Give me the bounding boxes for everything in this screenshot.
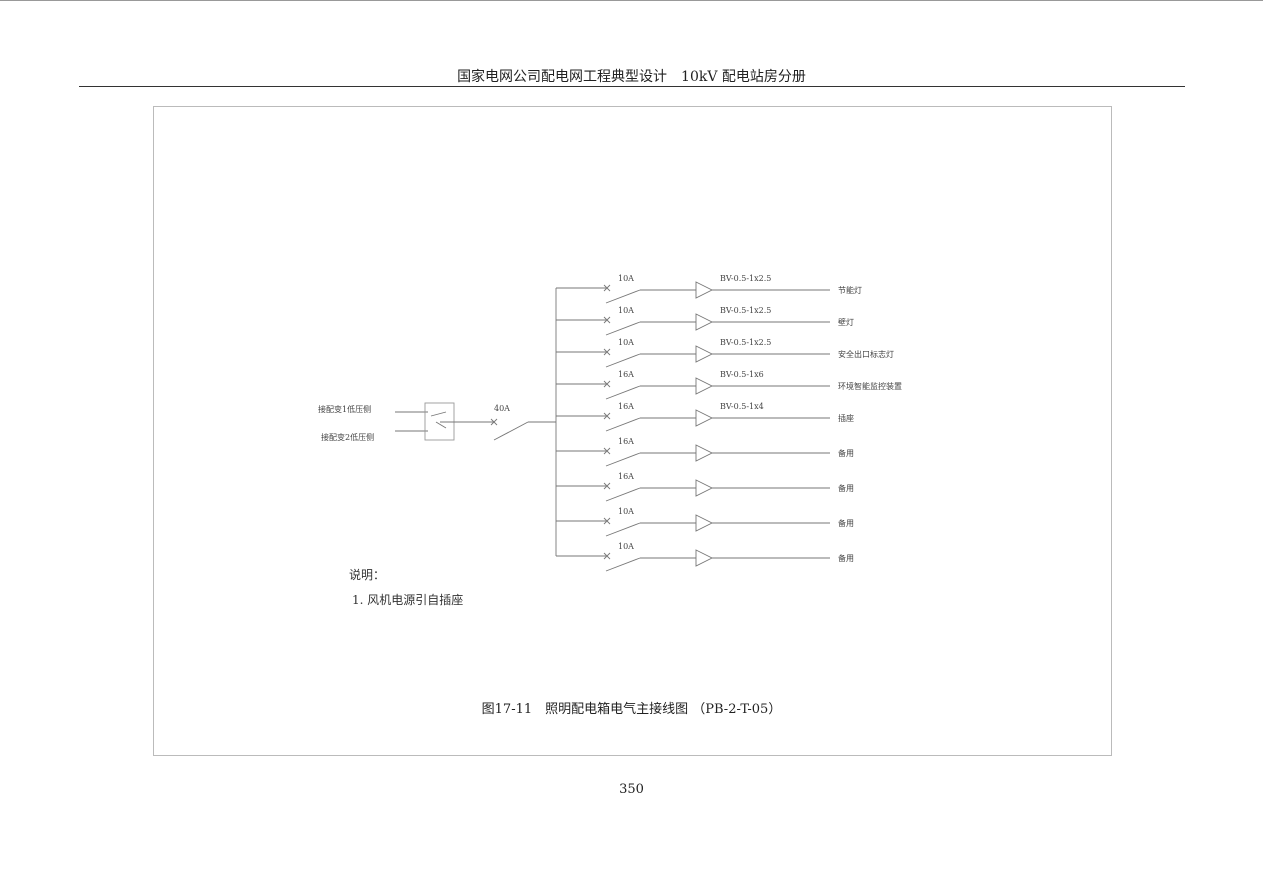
cable-triangle-icon: [695, 313, 714, 331]
breaker-blade: [605, 487, 641, 502]
drawing-frame: [153, 106, 1112, 756]
load-label: 备用: [838, 449, 854, 458]
breaker-cross-icon: [603, 517, 611, 525]
header-rule: [79, 86, 1185, 87]
figure-caption: 图17-11 照明配电箱电气主接线图 （PB-2-T-05）: [481, 702, 782, 717]
load-label: 安全出口标志灯: [838, 350, 894, 359]
breaker-blade: [605, 522, 641, 537]
breaker-cross-icon: [603, 284, 611, 292]
cable-spec: BV-0.5-1x4: [720, 402, 764, 411]
cable-triangle-icon: [695, 444, 714, 462]
breaker-rating: 16A: [618, 402, 634, 411]
cable-triangle-icon: [695, 281, 714, 299]
breaker-rating: 16A: [618, 472, 634, 481]
breaker-cross-icon: [603, 348, 611, 356]
breaker-blade: [605, 289, 641, 304]
main-breaker-blade: [493, 421, 529, 441]
breaker-cross-icon: [603, 412, 611, 420]
page-header: 国家电网公司配电网工程典型设计 10kV 配电站房分册: [457, 69, 806, 85]
transfer-switch-box: [424, 402, 455, 441]
breaker-rating: 10A: [618, 274, 634, 283]
load-label: 备用: [838, 484, 854, 493]
breaker-rating: 16A: [618, 370, 634, 379]
breaker-cross-icon: [603, 482, 611, 490]
load-label: 备用: [838, 554, 854, 563]
breaker-blade: [605, 452, 641, 467]
input-label-2: 接配变2低压侧: [321, 433, 375, 442]
cable-triangle-icon: [695, 549, 714, 567]
cable-spec: BV-0.5-1x2.5: [720, 274, 772, 283]
breaker-blade: [605, 385, 641, 400]
main-breaker-cross-icon: [490, 418, 498, 426]
load-label: 壁灯: [838, 318, 854, 327]
cable-triangle-icon: [695, 345, 714, 363]
breaker-blade: [605, 321, 641, 336]
cable-spec: BV-0.5-1x2.5: [720, 306, 772, 315]
cable-spec: BV-0.5-1x2.5: [720, 338, 772, 347]
breaker-blade: [605, 557, 641, 572]
cable-triangle-icon: [695, 479, 714, 497]
page-number: 350: [619, 782, 644, 797]
cable-triangle-icon: [695, 409, 714, 427]
notes-title: 说明：: [349, 568, 386, 582]
breaker-rating: 10A: [618, 306, 634, 315]
main-breaker-rating: 40A: [494, 404, 510, 413]
load-label: 备用: [838, 519, 854, 528]
breaker-rating: 10A: [618, 338, 634, 347]
breaker-cross-icon: [603, 447, 611, 455]
cable-spec: BV-0.5-1x6: [720, 370, 764, 379]
breaker-cross-icon: [603, 552, 611, 560]
breaker-rating: 10A: [618, 507, 634, 516]
breaker-rating: 10A: [618, 542, 634, 551]
breaker-cross-icon: [603, 380, 611, 388]
top-border: [0, 0, 1263, 1]
breaker-cross-icon: [603, 316, 611, 324]
load-label: 节能灯: [838, 286, 862, 295]
load-label: 环境智能监控装置: [838, 382, 902, 391]
transfer-switch-blade: [435, 421, 447, 429]
breaker-rating: 16A: [618, 437, 634, 446]
load-label: 插座: [838, 414, 854, 423]
cable-triangle-icon: [695, 514, 714, 532]
breaker-blade: [605, 417, 641, 432]
cable-triangle-icon: [695, 377, 714, 395]
breaker-blade: [605, 353, 641, 368]
transfer-switch-blade: [430, 411, 447, 417]
note-item: 1. 风机电源引自插座: [352, 593, 464, 607]
input-label-1: 接配变1低压侧: [318, 405, 372, 414]
